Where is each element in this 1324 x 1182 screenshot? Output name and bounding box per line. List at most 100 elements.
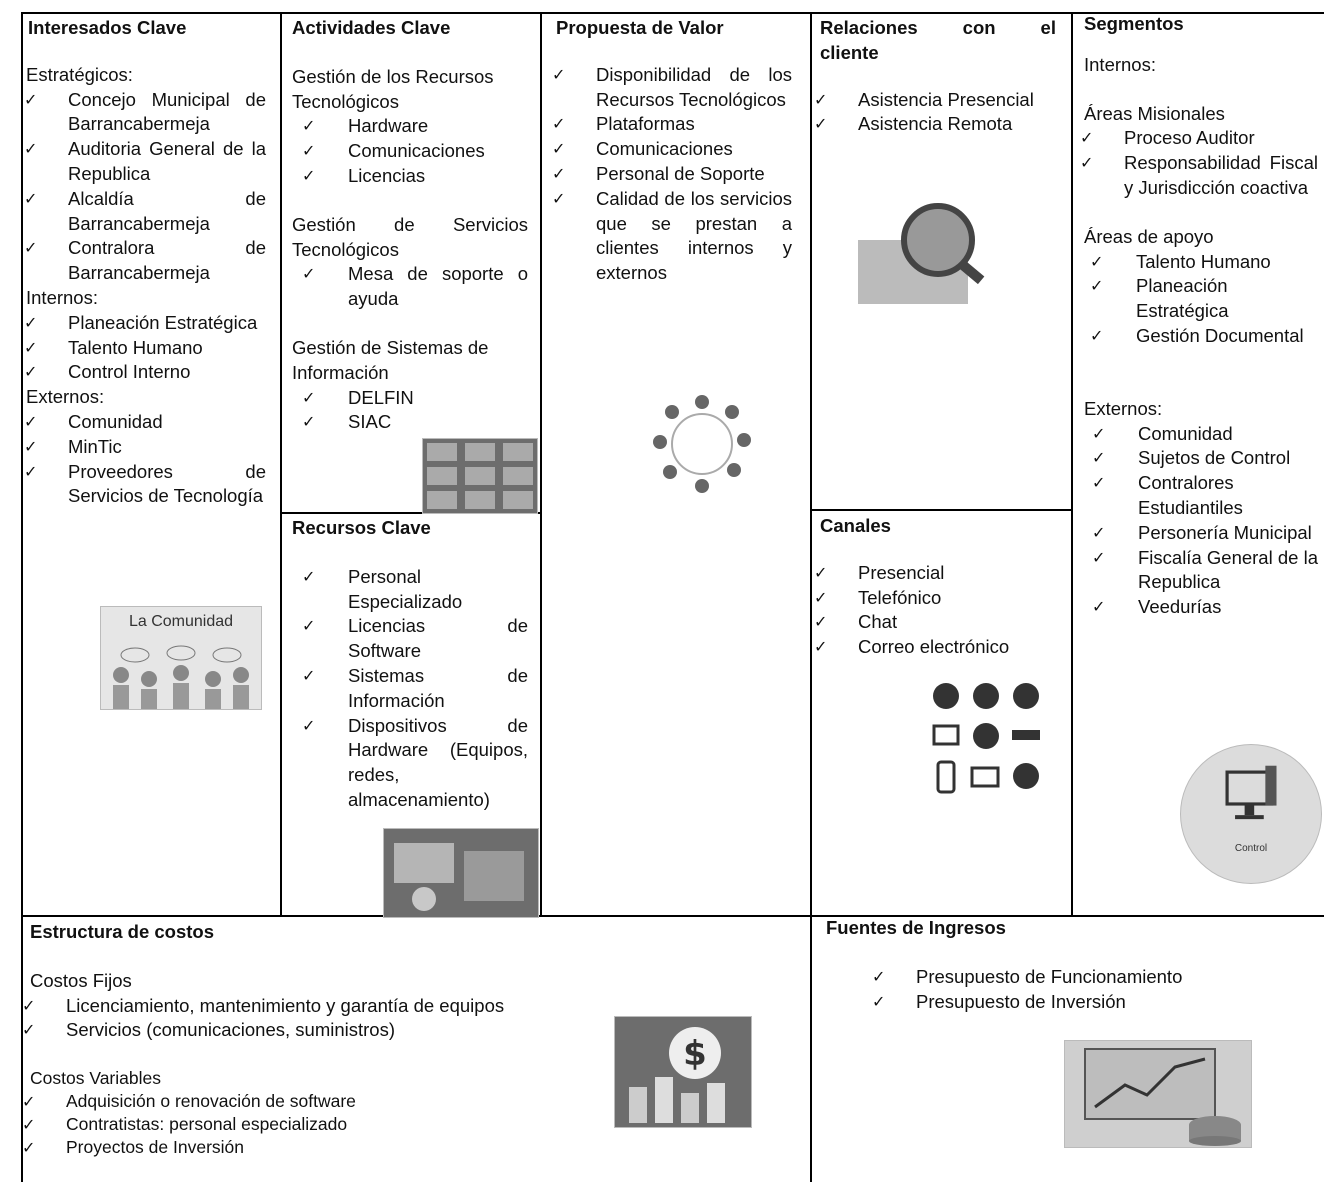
- external-label: Externos:: [1084, 397, 1163, 419]
- list-item: Personal de Soporte: [552, 162, 792, 187]
- title-word: el: [1040, 17, 1056, 38]
- strategic-list: Concejo Municipal de Barrancabermeja Aud…: [24, 88, 266, 286]
- canales-list: Presencial Telefónico Chat Correo electr…: [814, 561, 1056, 660]
- group3-list: DELFIN SIAC: [292, 386, 528, 436]
- apoyo-list: Talento Humano Planeación Estratégica Ge…: [1080, 250, 1320, 349]
- fixed-label: Costos Fijos: [30, 969, 132, 991]
- list-item: Planeación Estratégica: [1080, 274, 1320, 324]
- list-item: Mesa de soporte o ayuda: [292, 262, 528, 312]
- list-item: Disponibilidad de los Recursos Tecnológi…: [552, 63, 792, 113]
- estructura-costos-section: Estructura de costos Costos Fijos Licenc…: [22, 920, 630, 1159]
- list-item: Alcaldía de Barrancabermeja: [24, 187, 266, 237]
- list-item: Gestión Documental: [1080, 324, 1320, 349]
- title-word: con: [962, 17, 996, 38]
- list-item: Concejo Municipal de Barrancabermeja: [24, 88, 266, 138]
- relaciones-title-line2: cliente: [820, 41, 879, 63]
- list-item: Sujetos de Control: [1082, 446, 1318, 471]
- growth-chart-icon: [1084, 1048, 1241, 1146]
- list-item: Servicios (comunicaciones, suministros): [22, 1018, 630, 1043]
- list-item: Telefónico: [814, 586, 1056, 611]
- devices-icon: [394, 843, 524, 911]
- segmentos-title: Segmentos: [1084, 13, 1184, 34]
- left-border: [21, 12, 23, 1182]
- propuesta-title: Propuesta de Valor: [556, 17, 724, 38]
- channels-icons-image: [928, 680, 1048, 798]
- list-item: Adquisición o renovación de software: [22, 1090, 630, 1113]
- control-image: Control: [1180, 744, 1322, 884]
- external-list: Comunidad MinTic Proveedores de Servicio…: [24, 410, 266, 509]
- strategic-label: Estratégicos:: [26, 63, 133, 85]
- relaciones-title: Relaciones con el: [820, 16, 1056, 41]
- list-item: Responsabilidad Fiscal y Jurisdicción co…: [1080, 151, 1318, 201]
- group1-list: Hardware Comunicaciones Licencias: [292, 114, 528, 188]
- internal-list: Planeación Estratégica Talento Humano Co…: [24, 311, 266, 385]
- misional-list: Proceso Auditor Responsabilidad Fiscal y…: [1080, 126, 1320, 200]
- list-item: Comunidad: [24, 410, 266, 435]
- list-item: Fiscalía General de la Republica: [1082, 546, 1318, 596]
- title-word: Relaciones: [820, 17, 918, 38]
- recursos-clave-section: Recursos Clave Personal Especializado Li…: [292, 516, 528, 813]
- list-item: Sistemas de Información: [292, 664, 528, 714]
- actividades-recursos-divider: [280, 512, 540, 514]
- list-item: Proyectos de Inversión: [22, 1136, 630, 1159]
- list-item: Presupuesto de Funcionamiento: [872, 965, 1306, 990]
- divider-1: [280, 12, 282, 916]
- dollar-icon: $: [629, 1027, 725, 1123]
- list-item: Auditoria General de la Republica: [24, 137, 266, 187]
- community-image-label: La Comunidad: [128, 613, 234, 630]
- list-item: Control Interno: [24, 360, 266, 385]
- divider-2: [540, 12, 542, 916]
- actividades-clave-section: Actividades Clave Gestión de los Recurso…: [292, 16, 528, 435]
- actividades-title: Actividades Clave: [292, 17, 451, 38]
- list-item: Personal Especializado: [292, 565, 528, 615]
- recursos-list: Personal Especializado Licencias de Soft…: [292, 565, 528, 813]
- fuentes-ingresos-section: Fuentes de Ingresos Presupuesto de Funci…: [826, 916, 1306, 1014]
- list-item: Planeación Estratégica: [24, 311, 266, 336]
- list-item: Proveedores de Servicios de Tecnología: [24, 460, 266, 510]
- list-item: Asistencia Presencial: [814, 88, 1056, 113]
- group-label: Gestión de los Recursos Tecnológicos: [292, 65, 494, 112]
- apoyo-label: Áreas de apoyo: [1084, 225, 1214, 247]
- people-icon: [113, 645, 249, 709]
- list-item: Licenciamiento, mantenimiento y garantía…: [22, 994, 630, 1019]
- magnifier-icon: [858, 203, 985, 304]
- screens-icon: [427, 443, 533, 509]
- service-wheel-icon: [653, 395, 751, 493]
- list-item: DELFIN: [292, 386, 528, 411]
- variable-label: Costos Variables: [30, 1068, 161, 1089]
- interesados-title: Interesados Clave: [28, 17, 187, 38]
- interesados-clave-section: Interesados Clave Estratégicos: Concejo …: [24, 16, 266, 509]
- fixed-list: Licenciamiento, mantenimiento y garantía…: [22, 994, 630, 1044]
- list-item: Licencias: [292, 164, 528, 189]
- variable-list: Adquisición o renovación de software Con…: [22, 1090, 630, 1159]
- ingresos-title: Fuentes de Ingresos: [826, 917, 1006, 938]
- svg-text:$: $: [683, 1034, 707, 1074]
- list-item: Plataformas: [552, 112, 792, 137]
- list-item: Contratistas: personal especializado: [22, 1113, 630, 1136]
- list-item: Comunidad: [1082, 422, 1318, 447]
- group-label: Gestión de Sistemas de Información: [292, 336, 489, 383]
- external-label: Externos:: [26, 386, 105, 408]
- list-item: Asistencia Remota: [814, 112, 1056, 137]
- segmentos-section: Segmentos Internos: Áreas Misionales Pro…: [1080, 12, 1320, 620]
- divider-3: [810, 12, 812, 1182]
- list-item: SIAC: [292, 410, 528, 435]
- list-item: Contralores Estudiantiles: [1082, 471, 1318, 521]
- relaciones-section: Relaciones con el cliente Asistencia Pre…: [814, 16, 1056, 137]
- list-item: Correo electrónico: [814, 635, 1056, 660]
- relaciones-list: Asistencia Presencial Asistencia Remota: [814, 88, 1056, 138]
- divider-4: [1071, 12, 1073, 916]
- group-label: Gestión de Servicios Tecnológicos: [292, 213, 528, 260]
- ingresos-list: Presupuesto de Funcionamiento Presupuest…: [872, 965, 1306, 1015]
- misional-label: Áreas Misionales: [1084, 102, 1225, 124]
- costs-image: $: [614, 1016, 752, 1128]
- list-item: Proceso Auditor: [1080, 126, 1318, 151]
- list-item: Presupuesto de Inversión: [872, 990, 1306, 1015]
- propuesta-valor-section: Propuesta de Valor Disponibilidad de los…: [552, 16, 792, 286]
- list-item: Chat: [814, 610, 1056, 635]
- costos-title: Estructura de costos: [30, 921, 215, 942]
- list-item: Licencias de Software: [292, 614, 528, 664]
- canales-title: Canales: [820, 515, 891, 536]
- list-item: Personería Municipal: [1082, 521, 1318, 546]
